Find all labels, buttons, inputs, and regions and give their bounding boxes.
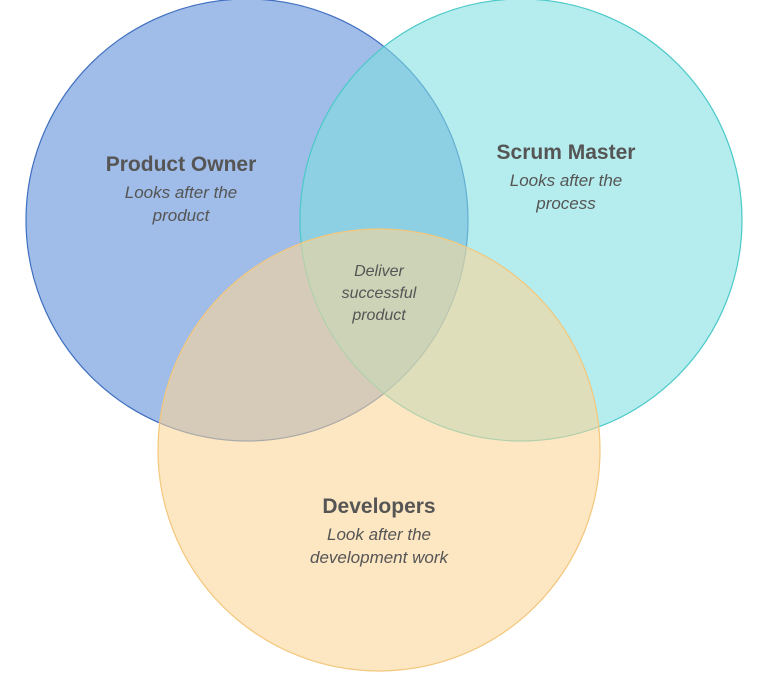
scrum-master-desc-line1: Looks after the bbox=[510, 171, 622, 190]
developers-circle bbox=[157, 228, 601, 672]
product-owner-title: Product Owner bbox=[106, 153, 257, 176]
scrum-master-desc-line2: process bbox=[535, 194, 596, 213]
developers-desc-line2: development work bbox=[310, 548, 449, 567]
center-line2: successful bbox=[342, 285, 417, 302]
product-owner-desc-line1: Looks after the bbox=[125, 183, 237, 202]
product-owner-desc-line2: product bbox=[152, 206, 211, 225]
center-line3: product bbox=[351, 307, 406, 324]
scrum-master-title: Scrum Master bbox=[497, 141, 636, 164]
developers-desc-line1: Look after the bbox=[327, 525, 431, 544]
center-line1: Deliver bbox=[354, 263, 404, 280]
developers-title: Developers bbox=[322, 495, 435, 518]
